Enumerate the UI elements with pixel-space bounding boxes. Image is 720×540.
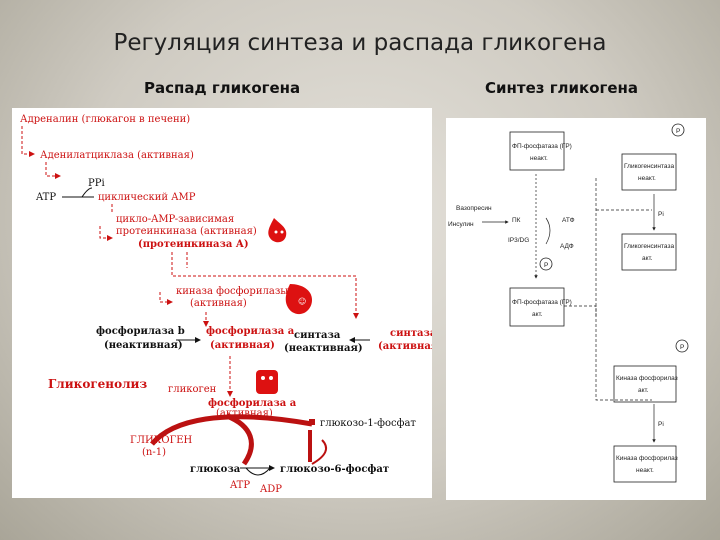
slide-title: Регуляция синтеза и распада гликогена [113,30,607,56]
glycogen-curve [150,414,313,446]
drop-icon [268,218,287,243]
synthase-inactive-label-2: (неактивная) [284,343,363,354]
pp1-active-label-1: ФП-фосфатаза (ГР) [512,299,572,306]
phosphate-badge-3 [675,339,689,353]
phk-inactive-label-2: неакт. [636,467,654,474]
phosphorylase-a2-label-2: (активная) [216,408,273,419]
phk-label-2: (активная) [190,298,247,309]
camp-label: циклический AMP [98,192,196,203]
phosphate-badge-1 [671,123,685,137]
glucose-label: глюкоза [190,464,241,475]
synthase-inactive-label-1: синтаза [294,330,341,341]
glycogenolysis-label: Гликогенолиз [48,377,147,391]
ip3-label: IP3/DG [508,237,529,244]
pp1-active-label-2: акт. [532,311,543,318]
synthase-active-label-1: синтаза [390,328,432,339]
vasopressin-label: Вазопресин [456,205,492,212]
arrow-ppi [81,187,93,198]
pka-label-2: протеинкиназа (активная) [116,226,257,237]
g6p-label: глюкозо-6-фосфат [280,464,389,475]
gs-active-box [621,233,677,271]
subtitle-glycogen-synthesis: Синтез гликогена [485,79,639,97]
atp-right-label: АТФ [562,217,575,224]
svg-text:P: P [680,344,684,351]
arrow-adrenaline [21,126,35,157]
svg-text:P: P [544,262,548,269]
phosphorylase-b-label-1: фосфорилаза b [96,326,185,337]
synthase-active-label-2: (активная) [378,341,432,352]
adrenaline-label: Адреналин (глюкагон в печени) [20,114,190,125]
synthesis-diagram: P P P ФП-фосфатаза (ГР) неакт. Гликогенс… [446,118,706,500]
enzyme-icon [256,370,278,394]
gs-active-label-2: акт. [642,255,653,262]
glycogen-n1-label-1: ГЛИКОГЕН [130,435,193,446]
ppi-label: PPi [88,178,105,189]
phk-inactive-label-1: Киназа фосфорилаз [616,455,678,462]
glycogen-n1-label-2: (n-1) [142,447,166,458]
gs-inactive-box [621,153,677,191]
phk-inactive-box [613,445,677,483]
pp1-inactive-box [509,131,565,171]
phk-label-1: киназа фосфорилазы [176,286,288,297]
gs-inactive-label-1: Гликогенсинтаза [624,163,674,170]
pi-2-label: Pi [658,421,664,428]
subtitle-glycogen-breakdown: Распад гликогена [144,79,301,97]
pp1-inactive-label-1: ФП-фосфатаза (ГР) [512,143,572,150]
pka-label-3: (протеинкиназа А) [138,239,249,250]
arrow-cyclase [45,162,61,179]
synthesis-svg: P P P ФП-фосфатаза (ГР) неакт. Гликогенс… [448,123,689,483]
g1p-label: глюкозо-1-фосфат [320,418,416,429]
phk-active-label-2: акт. [638,387,649,394]
pp1-inactive-label-2: неакт. [530,155,548,162]
pp1-active-box [509,287,565,327]
phk-active-label-1: Киназа фосфорилаз [616,375,678,382]
glycogen-n-label: гликоген [168,384,217,395]
svg-text:P: P [676,128,680,135]
adp-bottom-label: ADP [259,484,282,495]
phosphorylase-a-label-2: (активная) [210,340,275,351]
pi-1-label: Pi [658,211,664,218]
insulin-label: Инсулин [448,221,474,228]
arrow-to-phk [159,292,173,305]
svg-text:☺: ☺ [298,297,306,306]
hand-icon [285,284,312,315]
adenylate-cyclase-label: Аденилатциклаза (активная) [40,150,194,161]
atp-top-label: ATP [35,192,56,203]
atp-bottom-label: ATP [229,480,250,491]
breakdown-svg: Адреналин (глюкагон в печени) Аденилатци… [20,114,432,495]
gs-inactive-label-2: неакт. [638,175,656,182]
adp-right-label: АДФ [560,243,574,250]
ck-label: ПК [512,217,521,224]
breakdown-diagram: Адреналин (глюкагон в печени) Аденилатци… [12,108,432,498]
arrow-to-pka [99,226,113,241]
gs-active-label-1: Гликогенсинтаза [624,243,674,250]
phosphorylase-a-label-1: фосфорилаза а [206,326,295,337]
pka-label-1: цикло-AMP-зависимая [116,214,234,225]
phosphorylase-a2-label-1: фосфорилаза а [208,398,297,409]
phosphate-badge-2 [539,257,553,271]
phosphorylase-b-label-2: (неактивная) [104,340,183,351]
phk-active-box [613,365,677,403]
glycogen-branch-curve [226,413,254,466]
arrow-pka-to-synthase [171,252,359,319]
